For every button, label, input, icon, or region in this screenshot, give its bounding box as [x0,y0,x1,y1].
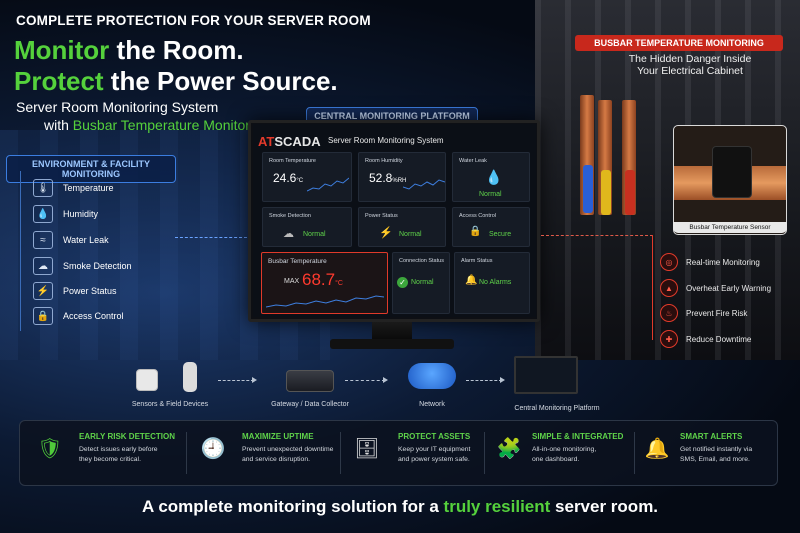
feature-divider [340,432,341,474]
clock-icon: 🕘 [200,437,226,460]
flow-platform-label: Central Monitoring Platform [514,405,600,412]
bolt-icon: ⚡ [379,227,393,239]
water-drop-icon: 💧 [485,169,503,185]
shield-check-icon: 🛡 [37,437,63,460]
subtitle-line-1: Server Room Monitoring System [16,99,219,115]
access-control-card[interactable]: Access Control 🔒 Secure [452,207,530,247]
realtime-icon: ◎ [660,253,678,271]
puzzle-icon: 🧩 [496,437,522,460]
flow-arrow-1 [218,377,257,383]
busbar-monitoring-tag: BUSBAR TEMPERATURE MONITORING [575,35,783,51]
dashboard-title: Server Room Monitoring System [328,136,444,145]
tagline: A complete monitoring solution for a tru… [141,497,659,516]
temperature-sparkline [307,177,349,192]
droplet-icon: 💧 [33,205,53,223]
bell-outline-icon: 🔔 [465,275,478,286]
env-item-smoke[interactable]: ☁Smoke Detection [33,257,132,275]
humidity-sparkline [403,179,445,190]
room-humidity-card[interactable]: Room Humidity 52.8%RH [358,152,446,202]
flow-arrow-2 [345,377,388,383]
flow-network-label: Network [419,401,445,408]
lightning-icon: ⚡ [33,282,53,300]
header-kicker: COMPLETE PROTECTION FOR YOUR SERVER ROOM [16,13,371,28]
thermometer-icon: 🌡 [33,179,53,197]
room-humidity-value: 52.8%RH [369,171,407,185]
power-status-card[interactable]: Power Status ⚡ Normal [358,207,446,247]
busbar-to-monitor-link [541,235,653,236]
benefit-realtime: ◎Real-time Monitoring [660,253,760,271]
environment-list: 🌡Temperature 💧Humidity ≈Water Leak ☁Smok… [20,171,170,331]
downtime-icon: ✚ [660,330,678,348]
bell-icon: 🔔 [644,437,670,460]
room-temperature-card[interactable]: Room Temperature 24.6°C [262,152,352,202]
cable-red [625,170,635,215]
env-to-monitor-link [175,237,247,238]
check-circle-icon: ✓ [397,277,408,288]
busbar-sensor-photo [673,125,787,235]
flow-gateway-label: Gateway / Data Collector [271,401,349,408]
env-item-access[interactable]: 🔒Access Control [33,307,124,325]
lock-icon: 🔒 [33,307,53,325]
env-item-temperature[interactable]: 🌡Temperature [33,179,114,197]
benefit-fire: ♨Prevent Fire Risk [660,304,747,322]
flow-arrow-3 [466,377,505,383]
busbar-temperature-card[interactable]: Busbar Temperature MAX 68.7°C [261,252,388,314]
server-shield-icon: 🗄 [354,437,380,460]
overheat-icon: ▲ [660,279,678,297]
atscada-logo: ATSCADA [258,134,321,149]
headline-line-1: Monitor the Room. [14,35,244,65]
monitor-stand [372,322,412,340]
env-item-power[interactable]: ⚡Power Status [33,282,117,300]
water-leak-card[interactable]: Water Leak 💧 Normal [452,152,530,202]
environment-monitoring-label: ENVIRONMENT & FACILITY MONITORING [6,155,176,183]
water-leak-icon: ≈ [33,231,53,249]
cable-yellow [601,170,611,215]
room-temperature-value: 24.6°C [273,171,304,185]
smoke-icon: ☁ [33,257,53,275]
monitor-base [330,339,454,349]
env-item-water-leak[interactable]: ≈Water Leak [33,231,109,249]
feature-divider [186,432,187,474]
smoke-detection-card[interactable]: Smoke Detection ☁ Normal [262,207,352,247]
benefit-downtime: ✚Reduce Downtime [660,330,751,348]
cable-blue [583,165,593,213]
cloud-icon: ☁ [283,228,294,240]
flow-sensors-label: Sensors & Field Devices [131,401,209,408]
gateway-icon [286,370,334,392]
alarm-status-card[interactable]: Alarm Status 🔔 No Alarms [454,252,530,314]
env-item-humidity[interactable]: 💧Humidity [33,205,98,223]
sensor-device [712,146,752,198]
padlock-icon: 🔒 [469,226,482,237]
fire-icon: ♨ [660,304,678,322]
feature-divider [634,432,635,474]
features-panel [19,420,778,486]
busbar-temperature-chart [266,295,384,308]
network-cloud-icon [408,363,456,389]
feature-divider [484,432,485,474]
platform-devices-icon [514,356,578,394]
connection-status-card[interactable]: Connection Status ✓ Normal [392,252,450,314]
subtitle-line-2: with Busbar Temperature Monitoring [44,117,269,133]
sensor-caption: Busbar Temperature Sensor [673,222,787,233]
headline-line-2: Protect the Power Source. [14,66,338,96]
sensor-device-icon [136,369,158,391]
benefit-overheat: ▲Overheat Early Warning [660,279,771,297]
benefit-connector [652,235,653,340]
field-device-icon [183,362,197,392]
busbar-temperature-value: 68.7°C [302,270,343,289]
